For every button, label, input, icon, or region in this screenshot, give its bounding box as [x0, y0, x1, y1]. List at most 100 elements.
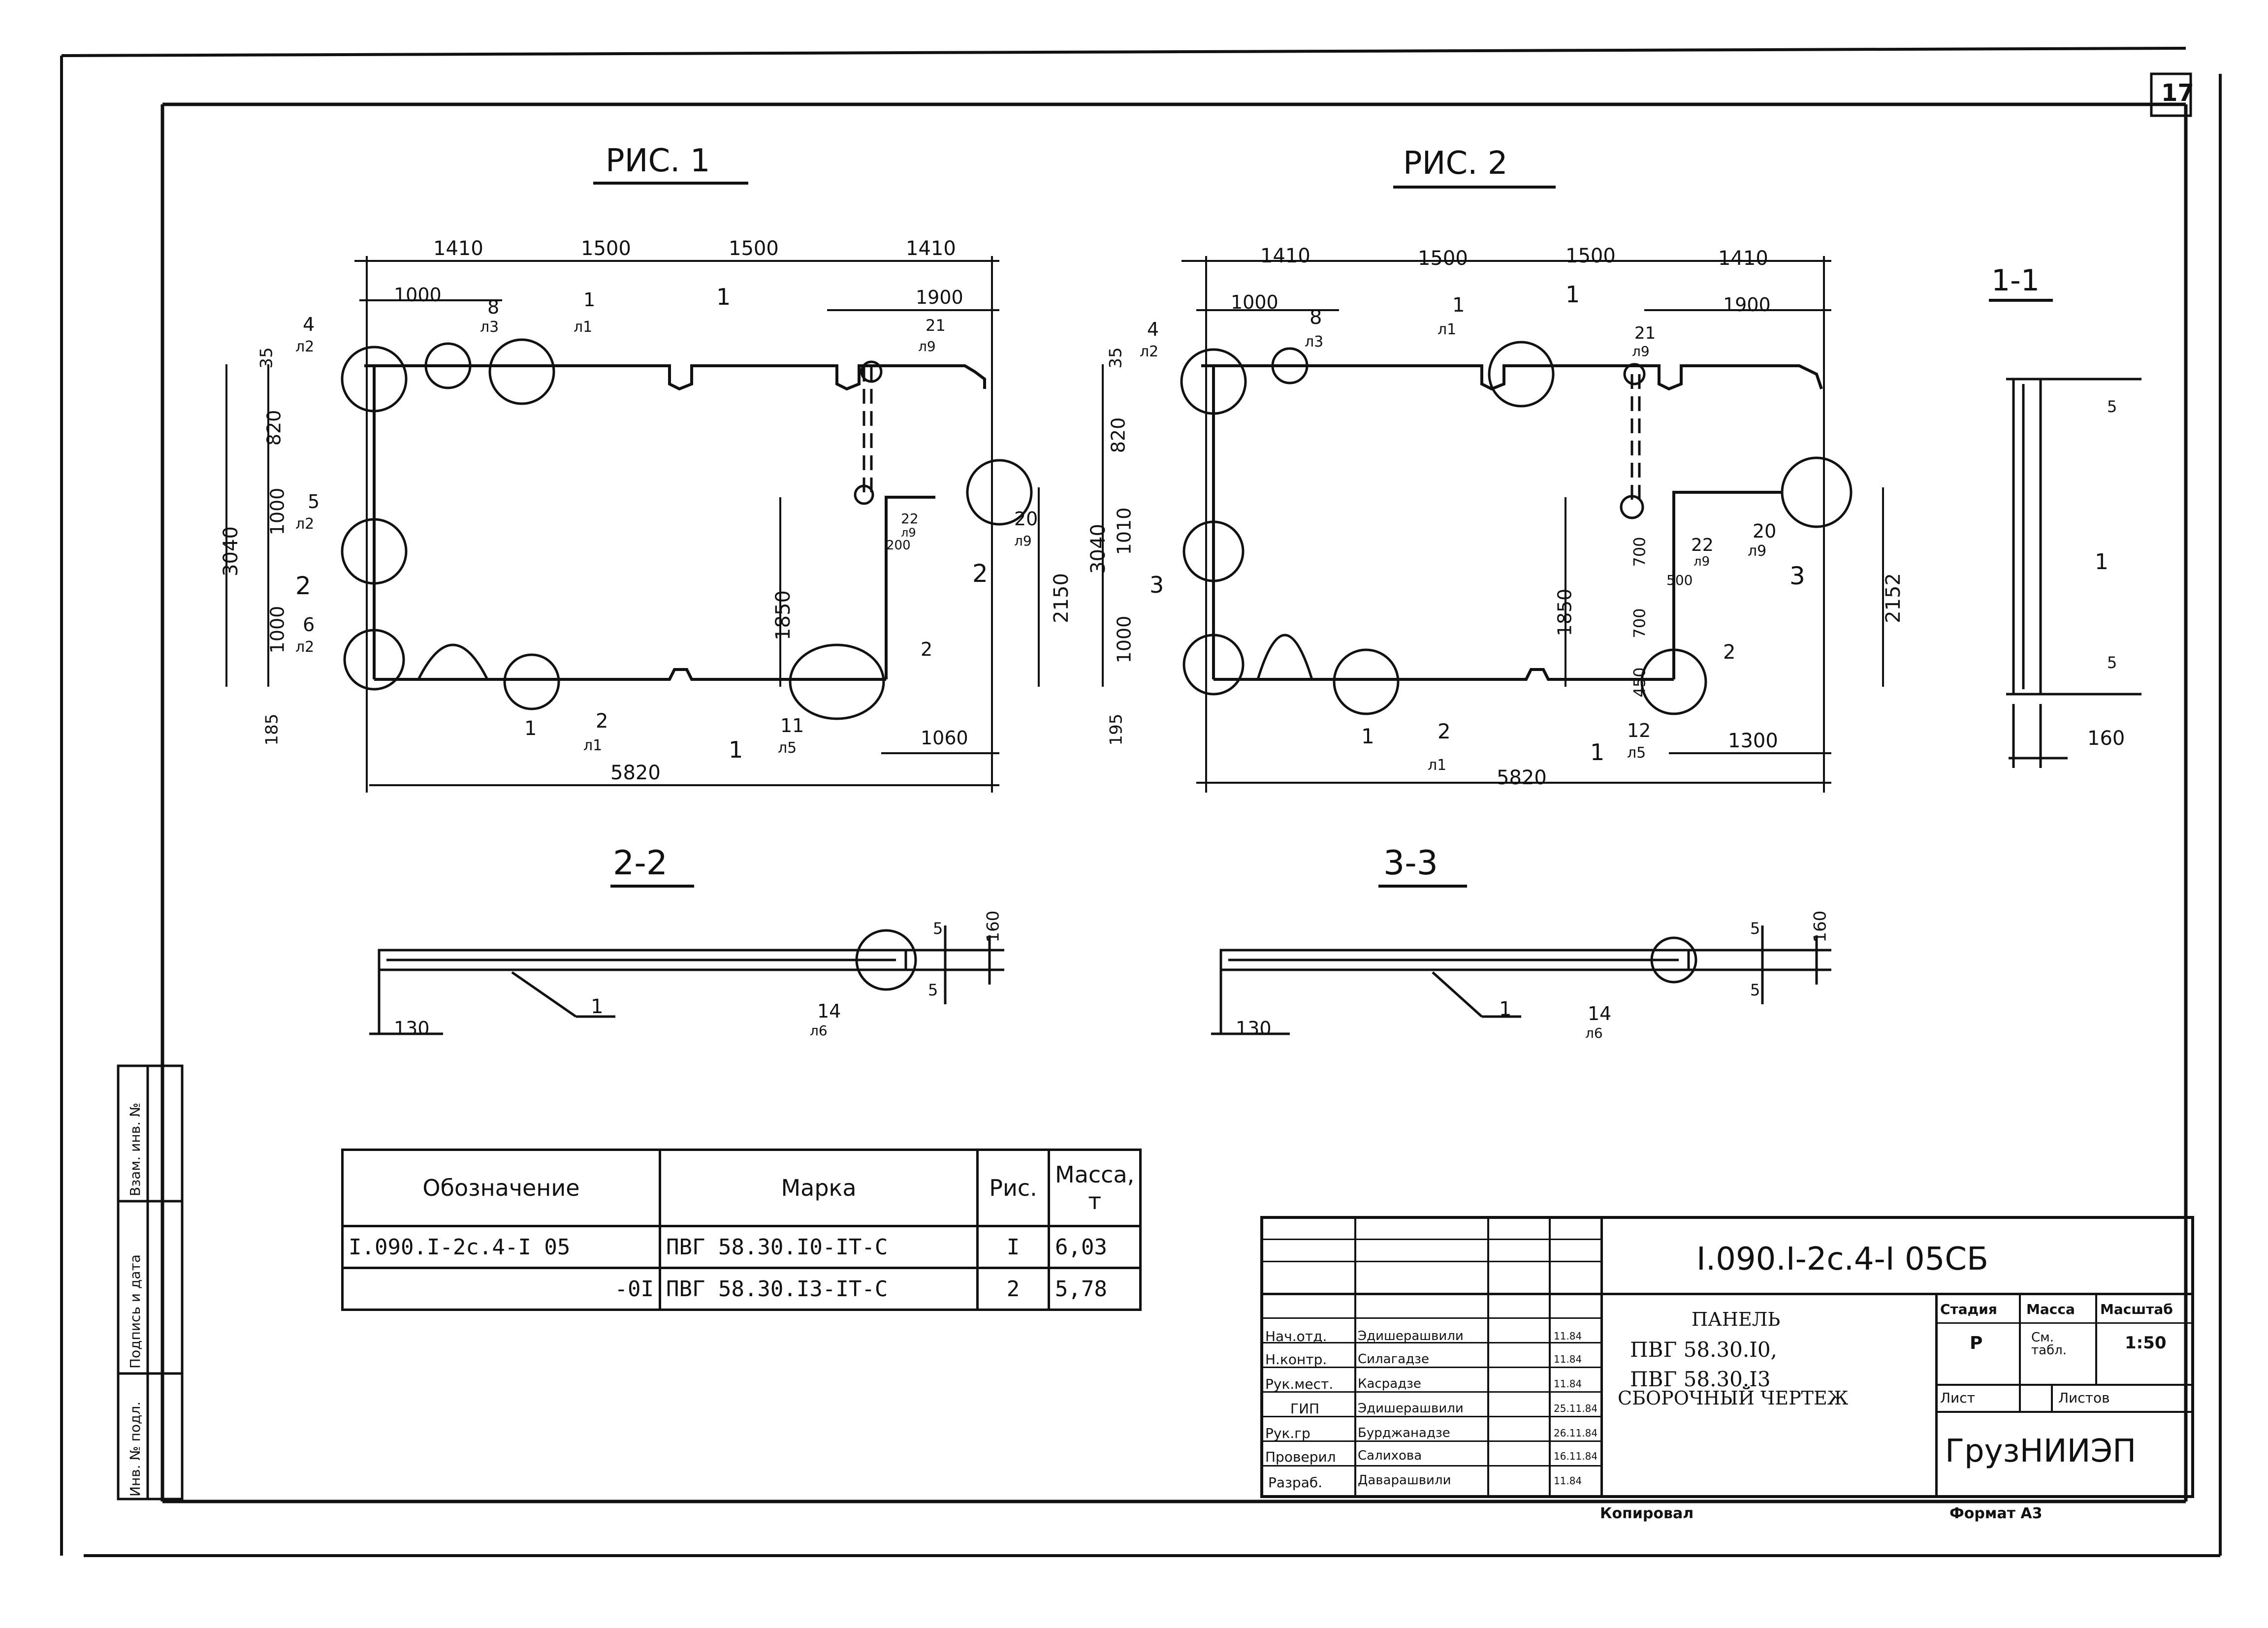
sig-role: ГИП — [1290, 1401, 1320, 1417]
section-3-3-dim-130: 130 — [1236, 1018, 1272, 1039]
fig2-dashed-line — [1630, 374, 1641, 502]
title-line-3: ПВГ 58.30.I3 — [1630, 1367, 1771, 1391]
fig2-top-dim-3: 1500 — [1565, 245, 1616, 267]
section-2-2-callout-14-sheet: л6 — [810, 1022, 828, 1039]
cell-mark: ПВГ 58.30.I0-IТ-С — [659, 1225, 979, 1269]
fig2-left-dim-820: 820 — [1107, 417, 1129, 453]
fig1-callout-20-sheet: л9 — [1014, 533, 1032, 549]
fig2-callout-21-sheet: л9 — [1632, 343, 1650, 359]
title-line-2: ПВГ 58.30.I0, — [1630, 1338, 1777, 1362]
sig-role: Разраб. — [1268, 1474, 1323, 1491]
title-block: I.090.I-2с.4-I 05СБ ПАНЕЛЬ ПВГ 58.30.I0,… — [1260, 1216, 2194, 1498]
fig1-section-mark-2b: 2 — [972, 559, 988, 588]
fig1-dashed-line — [862, 367, 873, 492]
fig2-panel-outline — [1201, 364, 1823, 681]
fig2-callout-21: 21 — [1634, 323, 1656, 343]
side-stamp-signature: Подпись и дата — [127, 1254, 143, 1369]
mass-value: См. табл. — [2031, 1330, 2067, 1358]
sig-role: Нач.отд. — [1265, 1328, 1327, 1344]
fig2-inner-dim-1850: 1850 — [1554, 588, 1576, 637]
cell-mass: 5,78 — [1047, 1267, 1142, 1311]
fig1-top-dim-3: 1500 — [729, 237, 779, 260]
section-2-2-dim-160: 160 — [983, 910, 1003, 943]
fig2-overall-height: 3040 — [1086, 524, 1110, 574]
fig2-callout-22-sheet: л9 — [1693, 554, 1710, 569]
title-line-4: СБОРОЧНЫЙ ЧЕРТЕЖ — [1618, 1387, 1849, 1409]
fig2-section-mark-1b: 1 — [1590, 739, 1605, 766]
sig-name: Касрадзе — [1358, 1376, 1421, 1391]
fig2-sub-dim-1: 1000 — [1231, 291, 1278, 313]
fig1-top-dim-2: 1500 — [581, 237, 631, 260]
scale-label: Масштаб — [2100, 1301, 2173, 1317]
fig1-callout-21-sheet: л9 — [918, 338, 936, 354]
fig2-callout-1-sheet: л1 — [1437, 321, 1457, 338]
fig2-callout-8: 8 — [1310, 306, 1322, 329]
scale-value: 1:50 — [2125, 1333, 2167, 1353]
sig-role: Рук.мест. — [1265, 1376, 1334, 1392]
fig1-callout-1-sheet: л1 — [574, 319, 593, 336]
table-row: I.090.I-2с.4-I 05 ПВГ 58.30.I0-IТ-С I 6,… — [341, 1225, 1142, 1269]
sig-date: 26.11.84 — [1554, 1427, 1598, 1439]
cell-mass: 6,03 — [1047, 1225, 1142, 1269]
sig-date: 11.84 — [1554, 1378, 1582, 1390]
copied-label: Копировал — [1600, 1505, 1694, 1522]
sheet-number: 17 — [2161, 79, 2194, 107]
fig2-callout-2-sheet: л1 — [1428, 757, 1447, 774]
fig2-callout-22: 22 — [1691, 535, 1714, 555]
fig1-section-mark-2a: 2 — [295, 572, 311, 600]
sig-date: 11.84 — [1554, 1353, 1582, 1365]
specification-table: Обозначение Марка Рис. Масса, т I.090.I-… — [341, 1149, 1142, 1311]
stage-value: Р — [1970, 1333, 1983, 1353]
section-3-3-callout-1: 1 — [1499, 998, 1512, 1021]
fig2-callout-4-sheet: л2 — [1140, 343, 1159, 360]
cell-mark: ПВГ 58.30.I3-IТ-С — [659, 1267, 979, 1311]
sig-name: Силагадзе — [1358, 1352, 1429, 1367]
fig2-sub-dim-2: 1900 — [1723, 294, 1771, 316]
fig2-inner-dim-700b: 700 — [1630, 608, 1649, 638]
fig1-title: РИС. 1 — [606, 143, 710, 179]
fig1-callout-5: 5 — [308, 491, 320, 512]
fig1-callout-20: 20 — [1014, 508, 1038, 530]
fig1-section-mark-1b: 1 — [729, 736, 743, 763]
fig1-callout-21: 21 — [926, 316, 946, 335]
fig1-panel-outline — [364, 364, 986, 681]
cell-designation: -0I — [341, 1267, 661, 1311]
fig2-callout-4: 4 — [1147, 319, 1159, 340]
fig1-left-dim-35: 35 — [256, 347, 277, 369]
col-mark: Марка — [659, 1149, 979, 1227]
sig-role: Проверил — [1265, 1449, 1336, 1465]
fig2-dimension-lines — [1102, 256, 1884, 793]
fig1-dimension-lines — [225, 256, 1040, 793]
doc-code: I.090.I-2с.4-I 05СБ — [1696, 1241, 1988, 1277]
fig2-callout-12: 12 — [1627, 720, 1651, 741]
section-3-3-title: 3-3 — [1383, 844, 1438, 883]
section-1-1-dim-top: 5 — [2107, 397, 2117, 416]
side-stamp — [117, 1064, 184, 1500]
sheet-number-box — [2150, 72, 2192, 117]
section-2-2-callout-1: 1 — [591, 995, 604, 1018]
fig2-left-dim-1010: 1010 — [1113, 507, 1135, 555]
sig-role: Рук.гр — [1265, 1425, 1310, 1441]
fig2-left-dim-1000: 1000 — [1113, 615, 1135, 664]
fig1-callout-6-sheet: л2 — [295, 638, 315, 656]
section-3-3-dim-160: 160 — [1810, 910, 1830, 943]
fig2-small-dim: 500 — [1666, 572, 1693, 588]
col-mass: Масса, т — [1047, 1149, 1142, 1227]
fig2-right-height: 2152 — [1882, 573, 1905, 623]
fig1-section-mark-1a: 1 — [716, 284, 731, 310]
stage-label: Стадия — [1940, 1301, 1997, 1317]
fig2-callout-corner: 2 — [1723, 641, 1736, 664]
fig1-callout-8: 8 — [487, 296, 500, 318]
fig1-overall-width: 5820 — [610, 762, 661, 784]
sig-name: Даварашвили — [1358, 1473, 1451, 1488]
fig2-section-mark-3b: 3 — [1789, 562, 1805, 590]
fig2-inner-dim-700a: 700 — [1630, 537, 1649, 567]
section-1-1-dim-bottom: 5 — [2107, 653, 2117, 672]
sheet-label: Лист — [1940, 1390, 1975, 1406]
cell-designation: I.090.I-2с.4-I 05 — [341, 1225, 661, 1269]
title-line-1: ПАНЕЛЬ — [1692, 1309, 1781, 1330]
sig-name: Бурджанадзе — [1358, 1426, 1450, 1440]
fig1-callout-2-sheet: л1 — [583, 737, 603, 754]
section-1-1-title: 1-1 — [1991, 263, 2040, 298]
fig2-section-mark-3a: 3 — [1150, 572, 1164, 598]
